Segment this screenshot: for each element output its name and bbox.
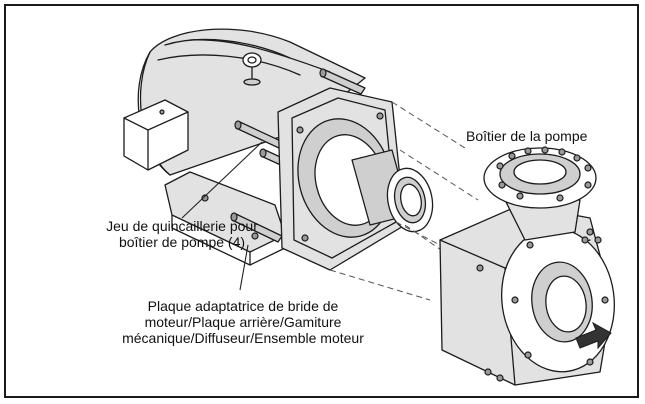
assembly-label-line1: Plaque adaptatrice de bride de xyxy=(147,298,339,314)
pump-housing-label: Boîtier de la pompe xyxy=(466,128,588,144)
eye-bolt-icon xyxy=(242,52,262,86)
pump-housing xyxy=(439,146,616,386)
flow-direction-arrow-icon xyxy=(575,321,612,350)
diffuser xyxy=(351,149,434,233)
hardware-kit-label-line2: boîtier de pompe (4) xyxy=(118,234,246,250)
assembly-label: Plaque adaptatrice de bride de moteur/Pl… xyxy=(104,298,382,346)
hardware-kit-label-line1: Jeu de quincaillerie pour xyxy=(106,218,258,234)
leader-lines xyxy=(181,141,263,291)
hardware-kit-label: Jeu de quincaillerie pour boîtier de pom… xyxy=(78,218,286,250)
assembly-label-line3: mécanique/Diffuseur/Ensemble moteur xyxy=(122,330,364,346)
junction-box xyxy=(123,99,189,171)
motor xyxy=(137,28,366,176)
assembly-label-line2: moteur/Plaque arrière/Gamiture xyxy=(144,314,342,330)
